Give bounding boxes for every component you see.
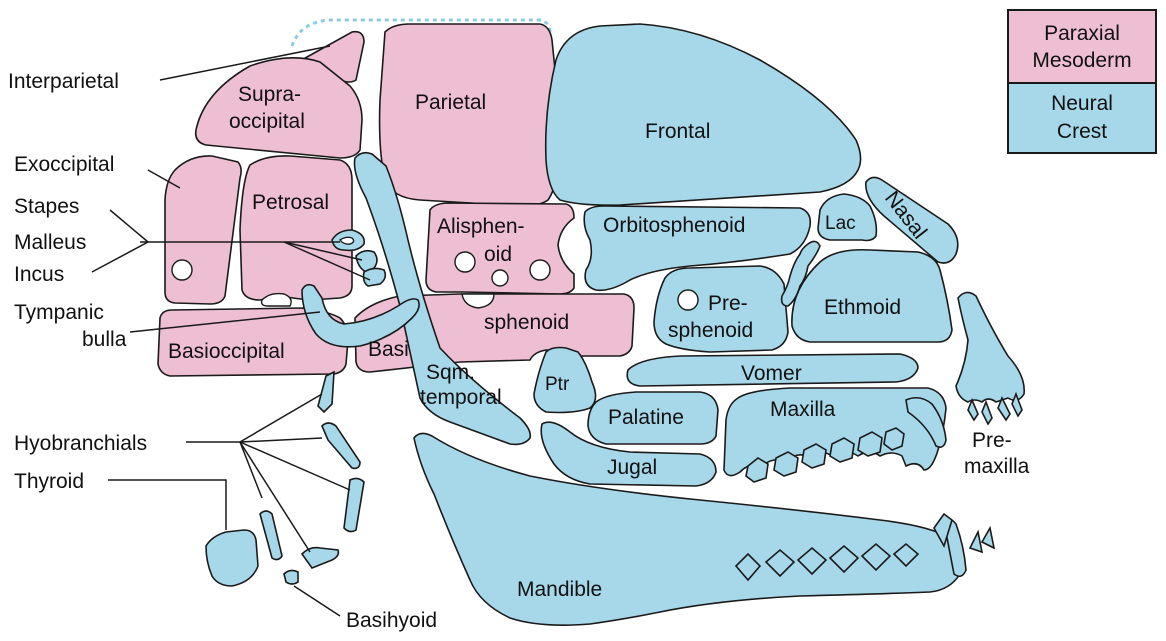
legend: Paraxial Mesoderm Neural Crest: [1008, 10, 1156, 153]
legend-neural-line1: Neural: [1051, 92, 1113, 115]
incus-leader: [92, 242, 148, 272]
label-pterygoid: Ptr: [545, 374, 570, 395]
hyobranchial-element: [318, 372, 334, 412]
label-squamosal-line1: Sqm.: [426, 361, 475, 384]
maxillary-tooth: [884, 428, 904, 450]
label-premaxilla-line2: maxilla: [964, 455, 1030, 478]
label-palatine: Palatine: [608, 406, 684, 429]
hyobranchial-element: [302, 548, 338, 568]
mandibular-incisor: [970, 532, 982, 552]
alisphenoid-foramen: [530, 260, 550, 280]
premaxillary-tooth: [968, 400, 978, 420]
label-maxilla: Maxilla: [770, 398, 836, 421]
label-ethmoid: Ethmoid: [824, 296, 901, 319]
label-petrosal: Petrosal: [252, 191, 329, 214]
label-mandible: Mandible: [517, 578, 602, 601]
label-supraoccipital-line2: occipital: [229, 110, 305, 133]
label-tympanic-line1: Tympanic: [14, 301, 104, 324]
basihyoid-leader: [294, 586, 340, 616]
alisphenoid-foramen: [455, 252, 475, 272]
label-tympanic-line2: bulla: [82, 328, 127, 351]
label-parietal: Parietal: [415, 91, 486, 114]
mandibular-incisor: [982, 528, 994, 548]
parietal-bone: [380, 24, 561, 206]
hyobranchial-element: [322, 423, 360, 468]
hyobranchial-element: [260, 511, 282, 560]
hyobranchial-fan-2: [240, 438, 322, 442]
label-basioccipital: Basioccipital: [168, 340, 285, 363]
label-incus: Incus: [14, 263, 64, 286]
label-alisphenoid-line2: oid: [484, 243, 512, 266]
frontal-bone: [546, 24, 861, 205]
legend-paraxial-line1: Paraxial: [1044, 22, 1120, 45]
label-malleus: Malleus: [14, 231, 86, 254]
label-vomer: Vomer: [741, 362, 802, 385]
hyobranchial-fan-1: [240, 394, 322, 442]
label-hyobranchials: Hyobranchials: [14, 432, 147, 455]
label-stapes: Stapes: [14, 195, 79, 218]
thyroid-leader: [108, 480, 226, 530]
label-thyroid: Thyroid: [14, 470, 84, 493]
label-jugal: Jugal: [607, 456, 657, 479]
incus-bone: [364, 268, 386, 286]
label-exoccipital: Exoccipital: [14, 153, 114, 176]
label-basisphenoid-line2: sphenoid: [484, 311, 569, 334]
label-interparietal: Interparietal: [8, 70, 119, 93]
label-lacrimal: Lac: [825, 213, 856, 234]
label-squamosal-line2: temporal: [420, 386, 502, 409]
label-orbitosphenoid: Orbitosphenoid: [603, 214, 745, 237]
label-alisphenoid-line1: Alisphen-: [437, 215, 525, 238]
hyobranchial-element: [344, 478, 364, 531]
stapes-leader: [110, 210, 148, 242]
label-basihyoid: Basihyoid: [346, 609, 437, 632]
alisphenoid-foramen: [492, 270, 508, 286]
basihyoid-bone: [284, 570, 298, 584]
premaxillary-tooth: [982, 402, 992, 424]
legend-neural-line2: Crest: [1057, 120, 1107, 143]
label-supraoccipital-line1: Supra-: [238, 83, 301, 106]
premaxilla-bone: [956, 292, 1024, 402]
label-premaxilla-line1: Pre-: [972, 429, 1012, 452]
label-presphenoid-line2: sphenoid: [668, 319, 753, 342]
presphenoid-foramen: [678, 290, 698, 310]
legend-paraxial-line2: Mesoderm: [1032, 49, 1131, 72]
exoccipital-bone: [165, 156, 241, 304]
thyroid-cartilage: [206, 530, 258, 586]
label-presphenoid-line1: Pre-: [708, 292, 748, 315]
legend-paraxial-swatch: [1008, 10, 1156, 83]
petrosal-bone: [240, 156, 352, 300]
label-frontal: Frontal: [645, 120, 710, 143]
exoccipital-foramen: [172, 260, 192, 280]
label-basisphenoid-line1: Basi: [368, 338, 409, 361]
